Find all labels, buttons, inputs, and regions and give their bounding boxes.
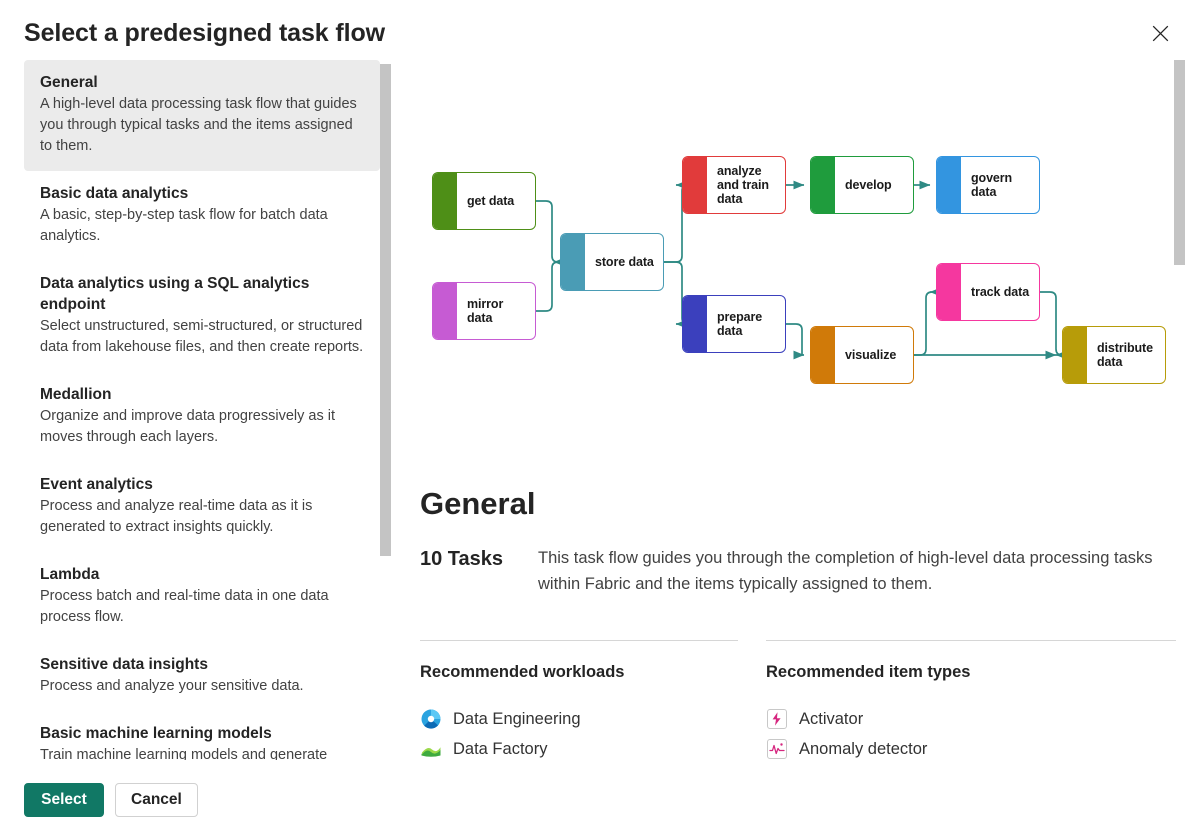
list-scrollbar-thumb[interactable]: [380, 64, 391, 556]
flow-list-item-title: Sensitive data insights: [40, 656, 208, 673]
diagram-node-accent: [433, 173, 457, 229]
diagram-node-accent: [811, 327, 835, 383]
detail-pane: get data mirror data store data analyze and…: [404, 56, 1184, 760]
list-item[interactable]: Data Engineering: [420, 704, 738, 734]
flow-list-item-title: Lambda: [40, 566, 100, 583]
recommended-workloads-heading: Recommended workloads: [420, 663, 625, 681]
detail-scrollbar-thumb[interactable]: [1174, 60, 1185, 265]
list-item-label: Anomaly detector: [799, 739, 928, 758]
close-icon: [1152, 25, 1169, 42]
data-engineering-icon: [420, 708, 442, 730]
diagram-node-label: develop: [845, 178, 892, 192]
diagram-node-label: visualize: [845, 348, 897, 362]
diagram-node-accent: [1063, 327, 1087, 383]
flow-list-item-title: General: [40, 74, 98, 91]
diagram-node-track-data[interactable]: track data: [936, 263, 1040, 321]
section-divider: [420, 640, 738, 641]
diagram-node-label: track data: [971, 285, 1030, 299]
diagram-node-develop[interactable]: develop: [810, 156, 914, 214]
flow-list-item-description: A high-level data processing task flow t…: [40, 96, 357, 154]
diagram-node-label: store data: [595, 255, 654, 269]
diagram-node-get-data[interactable]: get data: [432, 172, 536, 230]
flow-list-item-title: Basic data analytics: [40, 185, 189, 202]
diagram-node-label: distribute data: [1097, 341, 1153, 369]
diagram-node-label: prepare data: [717, 310, 763, 338]
diagram-node-govern-data[interactable]: govern data: [936, 156, 1040, 214]
flow-list-item-0[interactable]: General A high-level data processing task…: [24, 60, 380, 171]
diagram-node-accent: [811, 157, 835, 213]
recommended-workloads-section: Recommended workloads Data Engineering: [420, 640, 738, 760]
recommended-item-types-heading: Recommended item types: [766, 663, 971, 681]
recommended-item-types-section: Recommended item types Activator: [766, 640, 1176, 760]
diagram-node-distribute-data[interactable]: distribute data: [1062, 326, 1166, 384]
task-flow-list[interactable]: General A high-level data processing task…: [24, 60, 392, 760]
diagram-node-prepare-data[interactable]: prepare data: [682, 295, 786, 353]
diagram-node-visualize[interactable]: visualize: [810, 326, 914, 384]
list-item-label: Activator: [799, 709, 864, 728]
diagram-node-accent: [433, 283, 457, 339]
detail-description: This task flow guides you through the co…: [538, 549, 1153, 593]
list-item-label: Data Engineering: [453, 709, 581, 728]
flow-list-item-description: Process batch and real-time data in one …: [40, 588, 329, 625]
diagram-node-accent: [561, 234, 585, 290]
task-flow-diagram: get data mirror data store data analyze and…: [404, 56, 1174, 456]
page-title: Select a predesigned task flow: [24, 19, 386, 47]
flow-list-item-description: Organize and improve data progressively …: [40, 408, 335, 445]
diagram-node-mirror-data[interactable]: mirror data: [432, 282, 536, 340]
flow-list-item-description: A basic, step-by-step task flow for batc…: [40, 207, 328, 244]
diagram-node-store-data[interactable]: store data: [560, 233, 664, 291]
flow-list-item-2[interactable]: Data analytics using a SQL analytics end…: [24, 261, 380, 372]
diagram-node-analyze-train[interactable]: analyze and train data: [682, 156, 786, 214]
flow-list-item-description: Process and analyze real-time data as it…: [40, 498, 313, 535]
anomaly-detector-icon: [766, 738, 788, 760]
flow-list-item-title: Basic machine learning models: [40, 725, 272, 742]
close-button[interactable]: [1138, 11, 1182, 55]
flow-list-item-description: Process and analyze your sensitive data.: [40, 678, 304, 694]
data-factory-icon: [420, 738, 442, 760]
diagram-node-accent: [683, 157, 707, 213]
diagram-node-label: mirror data: [467, 297, 504, 325]
list-item[interactable]: Activator: [766, 704, 1176, 734]
flow-list-item-title: Event analytics: [40, 476, 153, 493]
flow-list-item-1[interactable]: Basic data analytics A basic, step-by-ste…: [24, 171, 380, 261]
diagram-node-accent: [937, 157, 961, 213]
flow-list-item-description: Train machine learning models and genera…: [40, 747, 328, 760]
flow-list-item-title: Data analytics using a SQL analytics end…: [40, 275, 310, 313]
diagram-node-label: get data: [467, 194, 515, 208]
diagram-node-label: analyze and train data: [717, 164, 769, 206]
list-item-label: Data Factory: [453, 739, 548, 758]
flow-list-item-description: Select unstructured, semi-structured, or…: [40, 318, 364, 355]
list-item[interactable]: Data Factory: [420, 734, 738, 760]
dialog-footer: Select Cancel: [0, 766, 1196, 834]
flow-list-item-title: Medallion: [40, 386, 112, 403]
diagram-node-accent: [937, 264, 961, 320]
diagram-node-label: govern data: [971, 171, 1013, 199]
list-item[interactable]: Anomaly detector: [766, 734, 1176, 760]
select-button[interactable]: Select: [24, 783, 104, 817]
cancel-button[interactable]: Cancel: [115, 783, 198, 817]
detail-title: General: [420, 486, 536, 521]
diagram-edges: [536, 180, 1067, 360]
section-divider: [766, 640, 1176, 641]
task-count-badge: 10 Tasks: [420, 548, 504, 570]
activator-icon: [766, 708, 788, 730]
diagram-node-accent: [683, 296, 707, 352]
